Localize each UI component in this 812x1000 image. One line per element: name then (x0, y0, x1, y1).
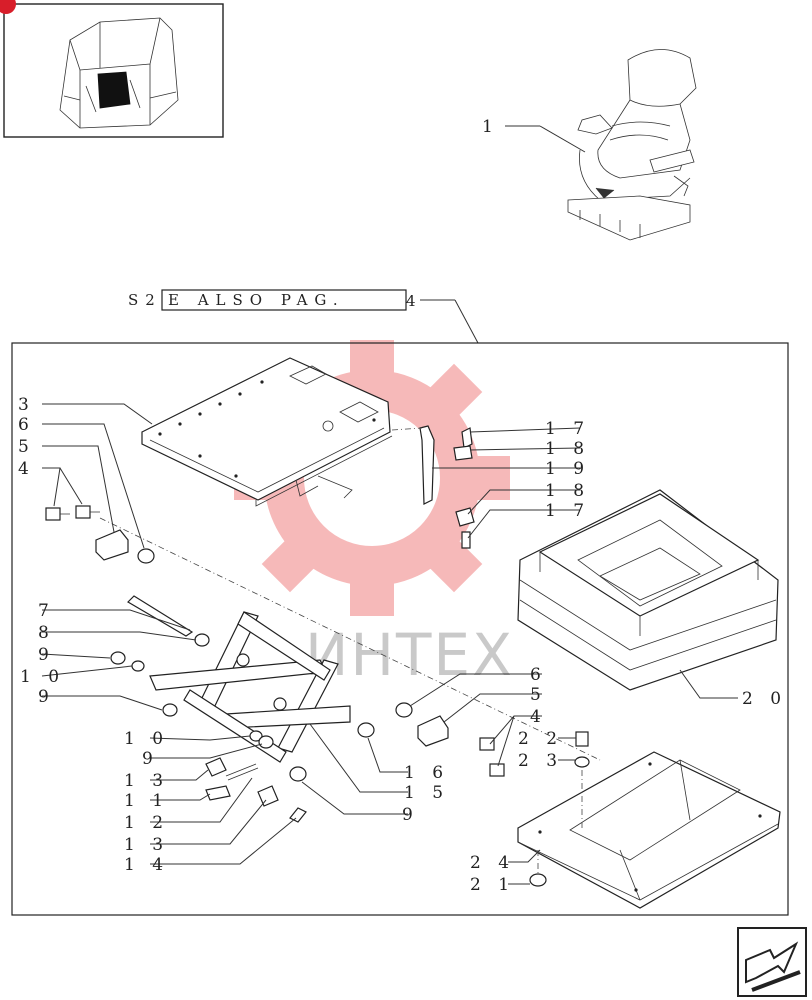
label-24: 2 4 (470, 853, 515, 873)
label-10-a: 1 0 (20, 667, 65, 687)
label-18-top: 1 8 (545, 439, 590, 459)
hardware-parts-icon (45, 505, 590, 887)
label-10-b: 1 0 (124, 729, 169, 749)
suspension-unit-icon (517, 489, 779, 691)
red-circle-badge-icon (0, 0, 16, 14)
leader-lines (41, 403, 738, 885)
label-17-bottom: 1 7 (545, 501, 590, 521)
label-20: 2 0 (742, 689, 787, 709)
label-9-b: 9 (38, 687, 55, 707)
label-1: 1 (482, 117, 499, 137)
cab-thumbnail-frame (3, 3, 224, 138)
see-also-reference: S2E E ALSO PAG. 4 (128, 289, 479, 344)
label-16: 1 6 (404, 763, 449, 783)
label-14: 1 4 (124, 855, 169, 875)
ref-page: 4 (406, 292, 423, 310)
label-11: 1 1 (124, 791, 169, 811)
base-plate-icon (517, 751, 781, 909)
assembly-axis-line (99, 517, 601, 875)
label-6-left: 6 (18, 415, 35, 435)
label-13-b: 1 3 (124, 835, 169, 855)
label-15: 1 5 (404, 783, 449, 803)
label-7: 7 (38, 601, 55, 621)
label-12: 1 2 (124, 813, 169, 833)
label-18-bottom: 1 8 (545, 481, 590, 501)
label-4-left: 4 (18, 459, 35, 479)
seat-assembly-icon (567, 49, 697, 241)
label-5-left: 5 (18, 437, 35, 457)
label-3: 3 (18, 395, 35, 415)
seat-plate-icon (141, 357, 393, 507)
watermark-text: ИНТЕХ (305, 621, 514, 689)
label-17-top: 1 7 (545, 419, 590, 439)
label-6-right: 6 (530, 665, 547, 685)
label-21: 2 1 (470, 875, 515, 895)
label-13-a: 1 3 (124, 771, 169, 791)
label-4-right: 4 (530, 707, 547, 727)
label-23: 2 3 (518, 751, 563, 771)
label-8: 8 (38, 623, 55, 643)
label-9-a: 9 (38, 645, 55, 665)
label-9-c: 9 (142, 749, 159, 769)
next-page-arrow-icon[interactable] (737, 927, 807, 997)
leader-1b (539, 125, 586, 153)
label-5-right: 5 (530, 685, 547, 705)
label-19: 1 9 (545, 459, 590, 479)
ref-text: E ALSO PAG. (168, 291, 345, 309)
release-lever-icon (419, 425, 475, 549)
label-9-d: 9 (402, 805, 419, 825)
cab-thumbnail-icon (59, 17, 179, 129)
main-diagram-frame (11, 342, 789, 916)
label-22: 2 2 (518, 729, 563, 749)
